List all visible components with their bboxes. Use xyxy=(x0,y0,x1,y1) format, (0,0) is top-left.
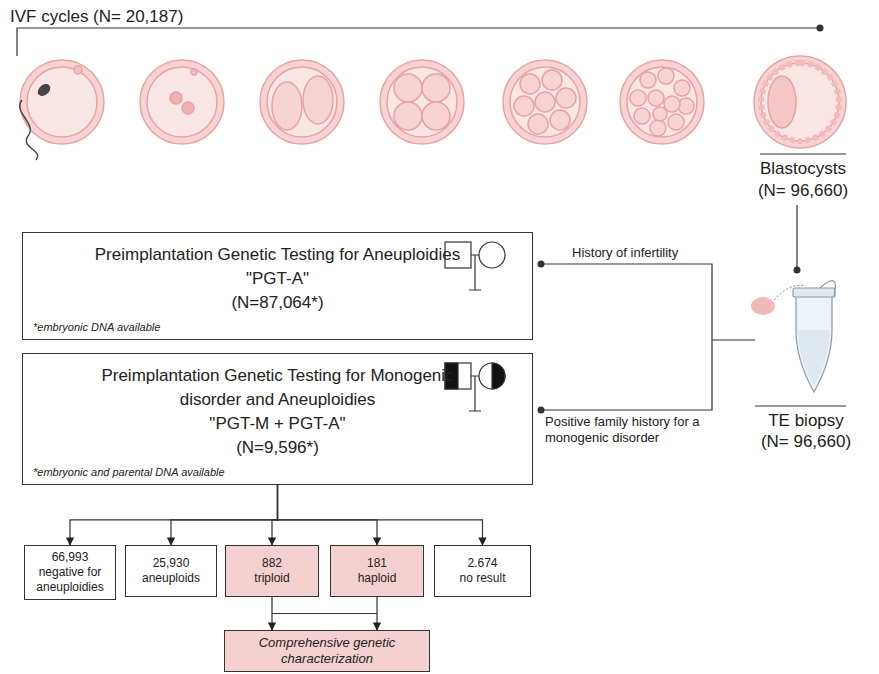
annotation-label: History of infertility xyxy=(572,245,708,261)
num-text: 181 xyxy=(367,556,387,571)
annotation-label: IVF cycles (N= 20,187) xyxy=(10,6,310,27)
desc-text: negative for aneuploidies xyxy=(28,565,112,595)
foot-text: *embryonic and parental DNA available xyxy=(33,466,225,478)
annotation-label: (N= 96,660) xyxy=(750,180,856,201)
head-text: Preimplantation Genetic Testing for Mono… xyxy=(78,364,478,412)
flow-arrow xyxy=(171,485,278,545)
tube-icon xyxy=(793,281,835,392)
result-box: 181haploid xyxy=(330,545,424,597)
desc-text: triploid xyxy=(254,571,289,586)
flow-arrow xyxy=(278,485,483,545)
num-text: 882 xyxy=(262,556,282,571)
process-box: Preimplantation Genetic Testing for Aneu… xyxy=(22,232,533,340)
head-text: Preimplantation Genetic Testing for Aneu… xyxy=(95,243,460,267)
annotation-label: TE biopsy xyxy=(752,410,860,431)
flow-arrow xyxy=(278,485,378,545)
pedigree-symbol xyxy=(445,242,505,411)
head-text: "PGT-A" xyxy=(246,267,309,291)
result-box: 66,993negative for aneuploidies xyxy=(24,545,116,600)
flow-arrow xyxy=(70,485,278,545)
bracket-line xyxy=(541,264,755,410)
head-text: "PGT-M + PGT-A" xyxy=(209,412,345,436)
sperm-tail xyxy=(20,100,38,160)
num-text: 2.674 xyxy=(467,556,497,571)
annotation-label: Positive family history for a monogenic … xyxy=(545,414,713,446)
bracket-line xyxy=(17,28,820,56)
result-box: 25,930aneuploids xyxy=(125,545,217,597)
bracket-dot xyxy=(817,25,824,32)
sperm-head xyxy=(35,82,52,99)
process-box: Preimplantation Genetic Testing for Mono… xyxy=(22,353,533,485)
ital-text: Comprehensive genetic characterization xyxy=(228,635,426,667)
desc-text: no result xyxy=(459,571,505,586)
flow-arrow xyxy=(272,485,278,545)
num-text: 25,930 xyxy=(153,556,190,571)
num-text: 66,993 xyxy=(52,550,89,565)
result-box: 882triploid xyxy=(225,545,319,597)
embryo-row xyxy=(20,56,846,148)
annotation-label: Blastocysts xyxy=(750,158,856,179)
annotation-label: (N= 96,660) xyxy=(752,431,860,452)
desc-text: aneuploids xyxy=(142,571,200,586)
foot-text: *embryonic DNA available xyxy=(33,321,160,333)
merge-line xyxy=(272,613,377,614)
result-box: Comprehensive genetic characterization xyxy=(224,630,430,672)
desc-text: haploid xyxy=(358,571,397,586)
biopsy-sample xyxy=(751,297,775,315)
result-box: 2.674no result xyxy=(434,545,531,597)
head-text: (N=9,596*) xyxy=(236,436,319,460)
head-text: (N=87,064*) xyxy=(231,291,323,315)
